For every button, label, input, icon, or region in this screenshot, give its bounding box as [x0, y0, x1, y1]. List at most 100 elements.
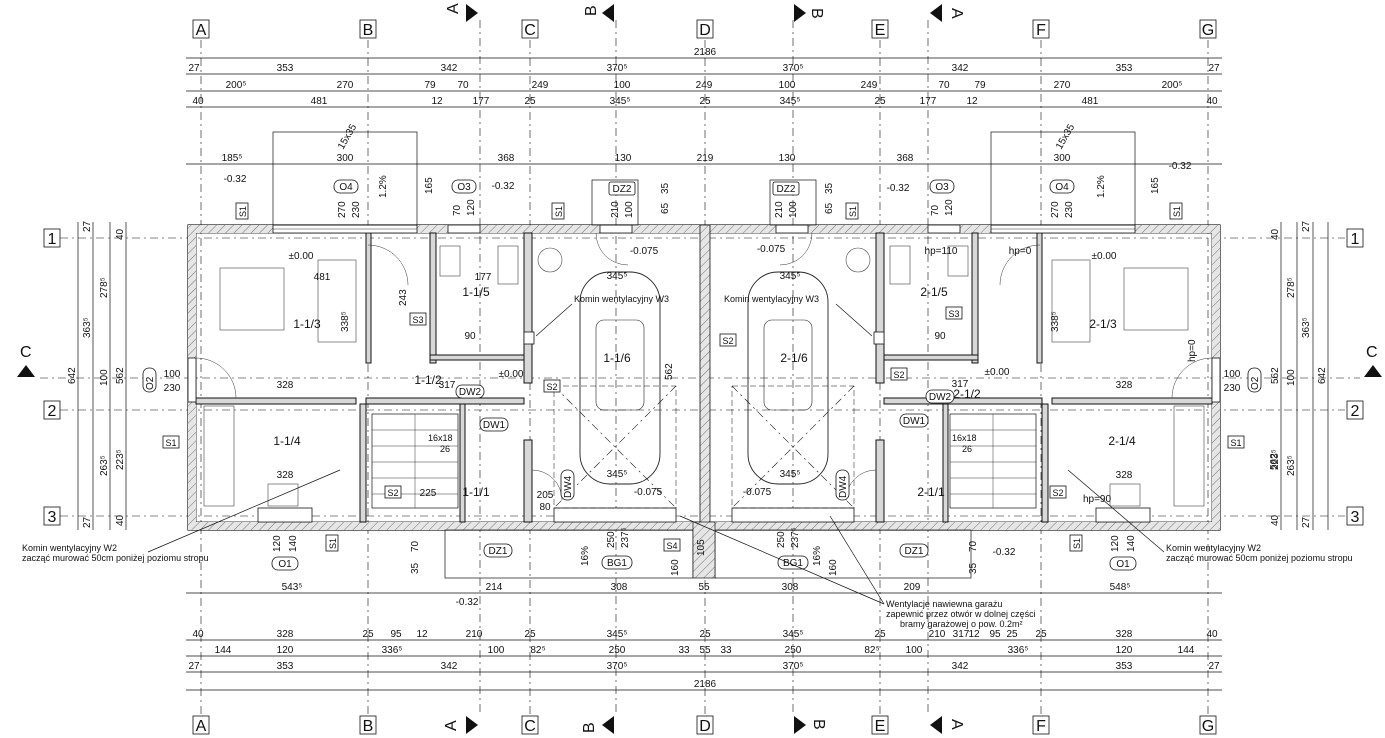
dim-bot-r1-1: 328 — [277, 629, 294, 640]
car-right — [747, 271, 829, 485]
dim-bot-r2-14: 144 — [1178, 645, 1195, 656]
dim-right-1: 278⁵ — [1286, 277, 1297, 298]
axis-d-top: D — [699, 22, 711, 39]
misc-6: 16x18 — [952, 433, 977, 443]
axis-c-top: C — [524, 22, 536, 39]
dim-top-r2-12: 200⁵ — [1162, 80, 1183, 91]
top-dimension-chains: 2186 27 353 342 370⁵ 370⁵ 342 353 27 200… — [186, 47, 1222, 165]
note-garage-vent-3: bramy garażowej o pow. 0.2m² — [900, 619, 1023, 629]
dim-top-r2-11: 270 — [1054, 80, 1071, 91]
sym-s1-a: S1 — [238, 206, 248, 217]
misc-55: 270 — [337, 201, 348, 218]
section-arrow-c-left — [17, 365, 35, 377]
level-17: hp=90 — [1083, 494, 1112, 505]
misc-28: 562 — [664, 363, 675, 380]
dim-bot-r1-13: 95 — [989, 629, 1001, 640]
dim-right-8: 27 — [1301, 516, 1312, 528]
room-1-1-1: 1-1/1 — [462, 485, 490, 499]
dim-bottom-overall: 2186 — [694, 679, 717, 690]
misc-30: 120 — [272, 535, 283, 552]
axis-label-texts: A B C D E F G A B C D E F G 1 2 3 1 2 3 — [48, 22, 1360, 735]
misc-42: 160 — [670, 559, 681, 576]
sym-s1-e: S1 — [165, 438, 176, 448]
misc-57: 165 — [424, 177, 435, 194]
bottom-dimension-chains: 543⁵ 214 308 55 308 209 548⁵ 40 328 25 9… — [186, 582, 1222, 691]
misc-67: 100 — [1224, 369, 1241, 380]
dim-bot-r2-11: 100 — [906, 645, 923, 656]
misc-61: 70 — [930, 204, 941, 216]
tag-o1-right: O1 — [1116, 559, 1130, 570]
room-2-1-4: 2-1/4 — [1108, 434, 1136, 448]
dim-bot-r1-5: 210 — [466, 629, 483, 640]
dim-top-r4-2: 368 — [498, 153, 515, 164]
dim-bot-r1-14: 25 — [1006, 629, 1018, 640]
sym-s2-c: S2 — [893, 370, 904, 380]
section-arrow-b-bottom-left — [602, 716, 614, 734]
level-7: ±0.00 — [1092, 251, 1117, 262]
misc-8: 481 — [314, 272, 331, 283]
axis-2-left: 2 — [48, 403, 57, 420]
sofa-right — [1051, 259, 1091, 343]
dim-left-8: 27 — [82, 516, 93, 528]
element-tags: O4 O3 DZ2 DZ2 O3 O4 O2 O2 DW2 DW1 DW2 DW… — [142, 179, 1262, 571]
section-c-left: C — [20, 344, 32, 361]
section-arrow-c-right — [1364, 365, 1382, 377]
level-5: -0.32 — [993, 547, 1016, 558]
right-dimension-chains: 27 278⁵ 363⁵ 642 100 562 223⁵ 263⁵ 27 40… — [1270, 220, 1329, 530]
room-labels: 1-1/3 1-1/5 1-1/6 1-1/4 1-1/2 1-1/1 2-1/… — [273, 285, 1136, 499]
misc-40: 250 — [776, 531, 787, 548]
dim-top-r1-5: 342 — [952, 63, 969, 74]
misc-60: 165 — [1150, 177, 1161, 194]
misc-45: 15x35 — [336, 122, 359, 151]
room-1-1-5: 1-1/5 — [462, 285, 490, 299]
level-3: -0.32 — [1169, 161, 1192, 172]
misc-56: 230 — [351, 201, 362, 218]
dim-top-r3-6: 25 — [699, 96, 711, 107]
dim-top-r2-5: 100 — [614, 80, 631, 91]
misc-47: 210 — [610, 201, 621, 218]
dim-bot-r3-2: 342 — [441, 661, 458, 672]
dim-left-3: 642 — [67, 367, 78, 384]
axis-3-left: 3 — [48, 509, 57, 526]
sym-s1-b: S1 — [554, 206, 564, 217]
misc-49: 65 — [660, 202, 671, 214]
dim-bot-r3-5: 342 — [952, 661, 969, 672]
dim-bot-r4-0: 543⁵ — [282, 582, 303, 593]
note-vent-w2-right-1: Komin wentylacyjny W2 — [1166, 543, 1261, 553]
room-1-1-4: 1-1/4 — [273, 434, 301, 448]
axis-d-bottom: D — [699, 718, 711, 735]
sofa-left — [317, 259, 357, 343]
room-2-1-6: 2-1/6 — [780, 351, 808, 365]
building-walls — [187, 224, 1221, 531]
dim-top-r3-10: 12 — [966, 96, 978, 107]
dim-right-3: 642 — [1317, 367, 1328, 384]
misc-43: 160 — [828, 559, 839, 576]
misc-46: 15x35 — [1054, 122, 1077, 151]
dim-bot-r1-9: 345⁵ — [783, 629, 804, 640]
dim-left-6: 223⁵ — [115, 449, 126, 470]
misc-18: 317 — [952, 379, 969, 390]
level-6: ±0.00 — [289, 251, 314, 262]
dim-bot-r1-16: 25 — [1035, 629, 1047, 640]
misc-35: 70 — [968, 540, 979, 552]
dim-bot-r4-3: 55 — [698, 582, 710, 593]
misc-17: 317 — [439, 380, 456, 391]
dim-right-5: 562 — [1270, 367, 1281, 384]
dim-bot-r2-0: 144 — [215, 645, 232, 656]
dim-bot-r1-18: 40 — [1206, 629, 1218, 640]
dim-bot-r3-7: 27 — [1208, 661, 1220, 672]
dim-bot-r1-8: 25 — [699, 629, 711, 640]
kitchen-counter-left — [203, 405, 235, 507]
openings — [187, 224, 1221, 523]
dim-bot-r1-0: 40 — [192, 629, 204, 640]
dim-bot-r1-10: 25 — [874, 629, 886, 640]
note-vent-w2-left-2: zacząć murować 50cm poniżej poziomu stro… — [22, 553, 209, 563]
misc-29: 562 — [1269, 453, 1280, 470]
level-9: ±0.00 — [985, 367, 1010, 378]
dim-bot-r2-3: 100 — [488, 645, 505, 656]
section-symbols: S1 S1 S1 S1 S1 S1 S1 S1 S2 S2 S2 S2 S2 S… — [162, 202, 1245, 552]
misc-16: 328 — [1116, 470, 1133, 481]
misc-31: 140 — [288, 535, 299, 552]
sym-s1-h: S1 — [1072, 538, 1082, 549]
dim-bot-r2-8: 33 — [720, 645, 732, 656]
